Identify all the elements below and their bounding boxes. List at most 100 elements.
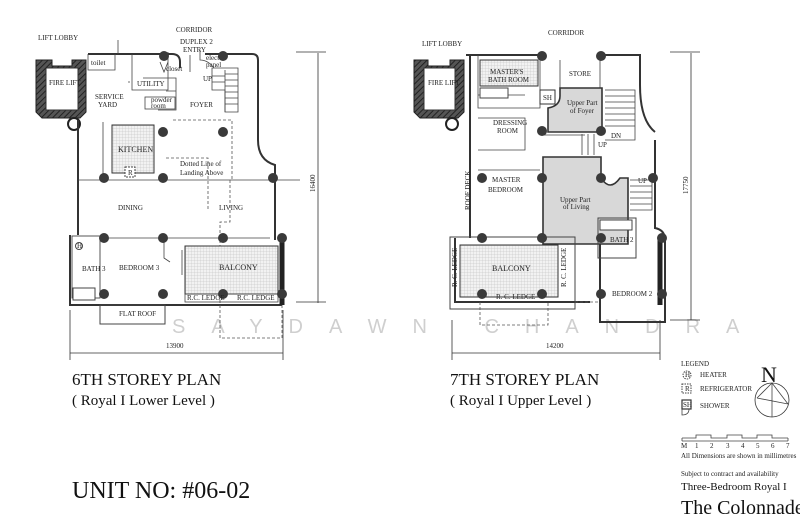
watermark: SAYDAWN CHANDRA bbox=[172, 316, 765, 338]
dimension-vertical: 16400 bbox=[309, 174, 317, 192]
lower-plan-subtitle: ( Royal I Lower Level ) bbox=[72, 393, 215, 409]
scale-tick: 1 bbox=[695, 442, 699, 450]
label-rc-ledge-1: R.C. LEDGE bbox=[187, 294, 225, 302]
bathtub-2 bbox=[599, 219, 633, 231]
dimension-lines bbox=[451, 51, 700, 360]
legend-symbol-heater: H bbox=[685, 371, 690, 379]
refrigerator-symbol bbox=[124, 166, 136, 178]
label-corridor: CORRIDOR bbox=[176, 26, 213, 34]
legend-symbol-shower: SH bbox=[683, 401, 692, 409]
label-bath2: BATH 2 bbox=[610, 236, 634, 244]
label-powder-room-2: room bbox=[151, 102, 166, 110]
disclaimer: Subject to contract and availability bbox=[681, 470, 779, 478]
refrigerator-icon bbox=[681, 383, 692, 394]
label-toilet: toilet bbox=[91, 59, 105, 67]
label-upper-foyer: Upper Part bbox=[567, 99, 598, 107]
label-master-bedroom-2: BEDROOM bbox=[488, 186, 524, 194]
label-rc-ledge-left: R. C. LEDGE bbox=[451, 248, 459, 287]
label-bath3: BATH 3 bbox=[82, 265, 106, 273]
bedroom3-walls bbox=[102, 237, 270, 275]
dimension-lines bbox=[69, 51, 326, 360]
label-masters-bath-2: BATH ROOM bbox=[488, 76, 530, 84]
label-elect-panel: elect bbox=[206, 54, 219, 62]
dimension-vertical: 17750 bbox=[682, 176, 690, 194]
label-closet: closet bbox=[166, 65, 182, 73]
label-upper-living: Upper Part bbox=[560, 196, 591, 204]
project-name: The Colonnade bbox=[681, 497, 800, 519]
shower-symbol bbox=[539, 89, 556, 105]
masters-bath-floor bbox=[479, 59, 539, 87]
label-refrigerator: R bbox=[128, 169, 133, 177]
balcony-floor bbox=[184, 245, 279, 295]
legend-title: LEGEND bbox=[681, 360, 709, 368]
label-dressing-room-2: ROOM bbox=[497, 127, 519, 135]
label-lift-lobby: LIFT LOBBY bbox=[38, 34, 78, 42]
rc-ledge bbox=[184, 293, 279, 303]
interior-walls bbox=[78, 40, 300, 181]
fire-lift-car bbox=[423, 67, 456, 111]
structural-columns bbox=[477, 51, 667, 299]
label-dotted-line-2: Landing Above bbox=[180, 169, 223, 177]
label-shower: SH bbox=[543, 94, 552, 102]
label-elect-panel-2: panel bbox=[206, 61, 221, 69]
heater-icon bbox=[682, 370, 692, 380]
dotted-landing-line bbox=[166, 119, 283, 339]
upper-level-plan: CORRIDOR LIFT LOBBY FIRE LIFT MASTER'S B… bbox=[413, 29, 700, 360]
label-dining: DINING bbox=[118, 204, 143, 212]
scale-bar: M 1 2 3 4 5 6 7 bbox=[681, 434, 790, 450]
label-fire-lift: FIRE LIFT bbox=[428, 79, 460, 87]
label-duplex-entry-2: ENTRY bbox=[183, 46, 206, 54]
label-up-2: UP bbox=[638, 177, 647, 185]
scale-tick: 5 bbox=[756, 442, 760, 450]
label-balcony: BALCONY bbox=[219, 263, 258, 272]
dimensions-note: All Dimensions are shown in millimetres bbox=[681, 452, 797, 460]
label-upper-living-2: of Living bbox=[563, 203, 590, 211]
label-roof-deck: ROOF DECK bbox=[464, 171, 472, 210]
label-living: LIVING bbox=[219, 204, 243, 212]
label-rc-ledge-bottom: R. C. LEDGE bbox=[496, 293, 535, 301]
structural-columns bbox=[99, 51, 287, 299]
dotted-line-below bbox=[479, 301, 600, 326]
label-store: STORE bbox=[569, 70, 591, 78]
upper-plan-title: 7TH STOREY PLAN bbox=[450, 370, 599, 389]
exterior-wall bbox=[69, 53, 282, 306]
north-label: N bbox=[761, 362, 777, 387]
upper-plan-subtitle: ( Royal I Upper Level ) bbox=[450, 393, 591, 409]
lower-plan-title: 6TH STOREY PLAN bbox=[72, 370, 221, 389]
balcony-floor bbox=[459, 244, 559, 298]
lower-level-plan: CORRIDOR LIFT LOBBY FIRE LIFT powder roo… bbox=[35, 26, 326, 360]
fire-lift-car bbox=[45, 67, 79, 111]
label-rc-ledge-right: R. C. LEDGE bbox=[560, 248, 568, 287]
label-balcony: BALCONY bbox=[492, 264, 531, 273]
label-service-yard: SERVICE bbox=[95, 93, 124, 101]
label-bedroom2: BEDROOM 2 bbox=[612, 290, 653, 298]
label-kitchen: KITCHEN bbox=[118, 145, 153, 154]
label-service-yard-2: YARD bbox=[98, 101, 117, 109]
label-dn: DN bbox=[611, 132, 621, 140]
label-fire-lift: FIRE LIFT bbox=[49, 79, 81, 87]
label-lift-lobby: LIFT LOBBY bbox=[422, 40, 462, 48]
legend: LEGEND H HEATER R REFRIGERATOR SH SHOWER bbox=[681, 360, 752, 416]
legend-label-shower: SHOWER bbox=[700, 402, 730, 410]
label-up-1: UP bbox=[598, 141, 607, 149]
scale-tick: 2 bbox=[710, 442, 714, 450]
label-duplex-entry: DUPLEX 2 bbox=[180, 38, 213, 46]
label-powder-room: powder bbox=[151, 96, 173, 104]
label-masters-bath: MASTER'S bbox=[490, 68, 524, 76]
legend-label-heater: HEATER bbox=[700, 371, 727, 379]
staircase bbox=[211, 67, 239, 113]
legend-label-refrigerator: REFRIGERATOR bbox=[700, 385, 752, 393]
label-dotted-line: Dotted Line of bbox=[180, 160, 222, 168]
dimension-horizontal: 13900 bbox=[166, 342, 184, 350]
label-utility: UTILITY bbox=[137, 80, 165, 88]
unit-type: Three-Bedroom Royal I bbox=[681, 481, 787, 493]
scale-tick: M bbox=[681, 442, 688, 450]
dimension-horizontal: 14200 bbox=[546, 342, 564, 350]
shower-door-icon bbox=[681, 408, 690, 416]
label-master-bedroom: MASTER bbox=[492, 176, 521, 184]
unit-number: UNIT NO: #06-02 bbox=[72, 478, 250, 504]
label-flat-roof: FLAT ROOF bbox=[119, 310, 156, 318]
heater-icon bbox=[75, 242, 83, 250]
label-bedroom3: BEDROOM 3 bbox=[119, 264, 160, 272]
label-foyer: FOYER bbox=[190, 101, 213, 109]
